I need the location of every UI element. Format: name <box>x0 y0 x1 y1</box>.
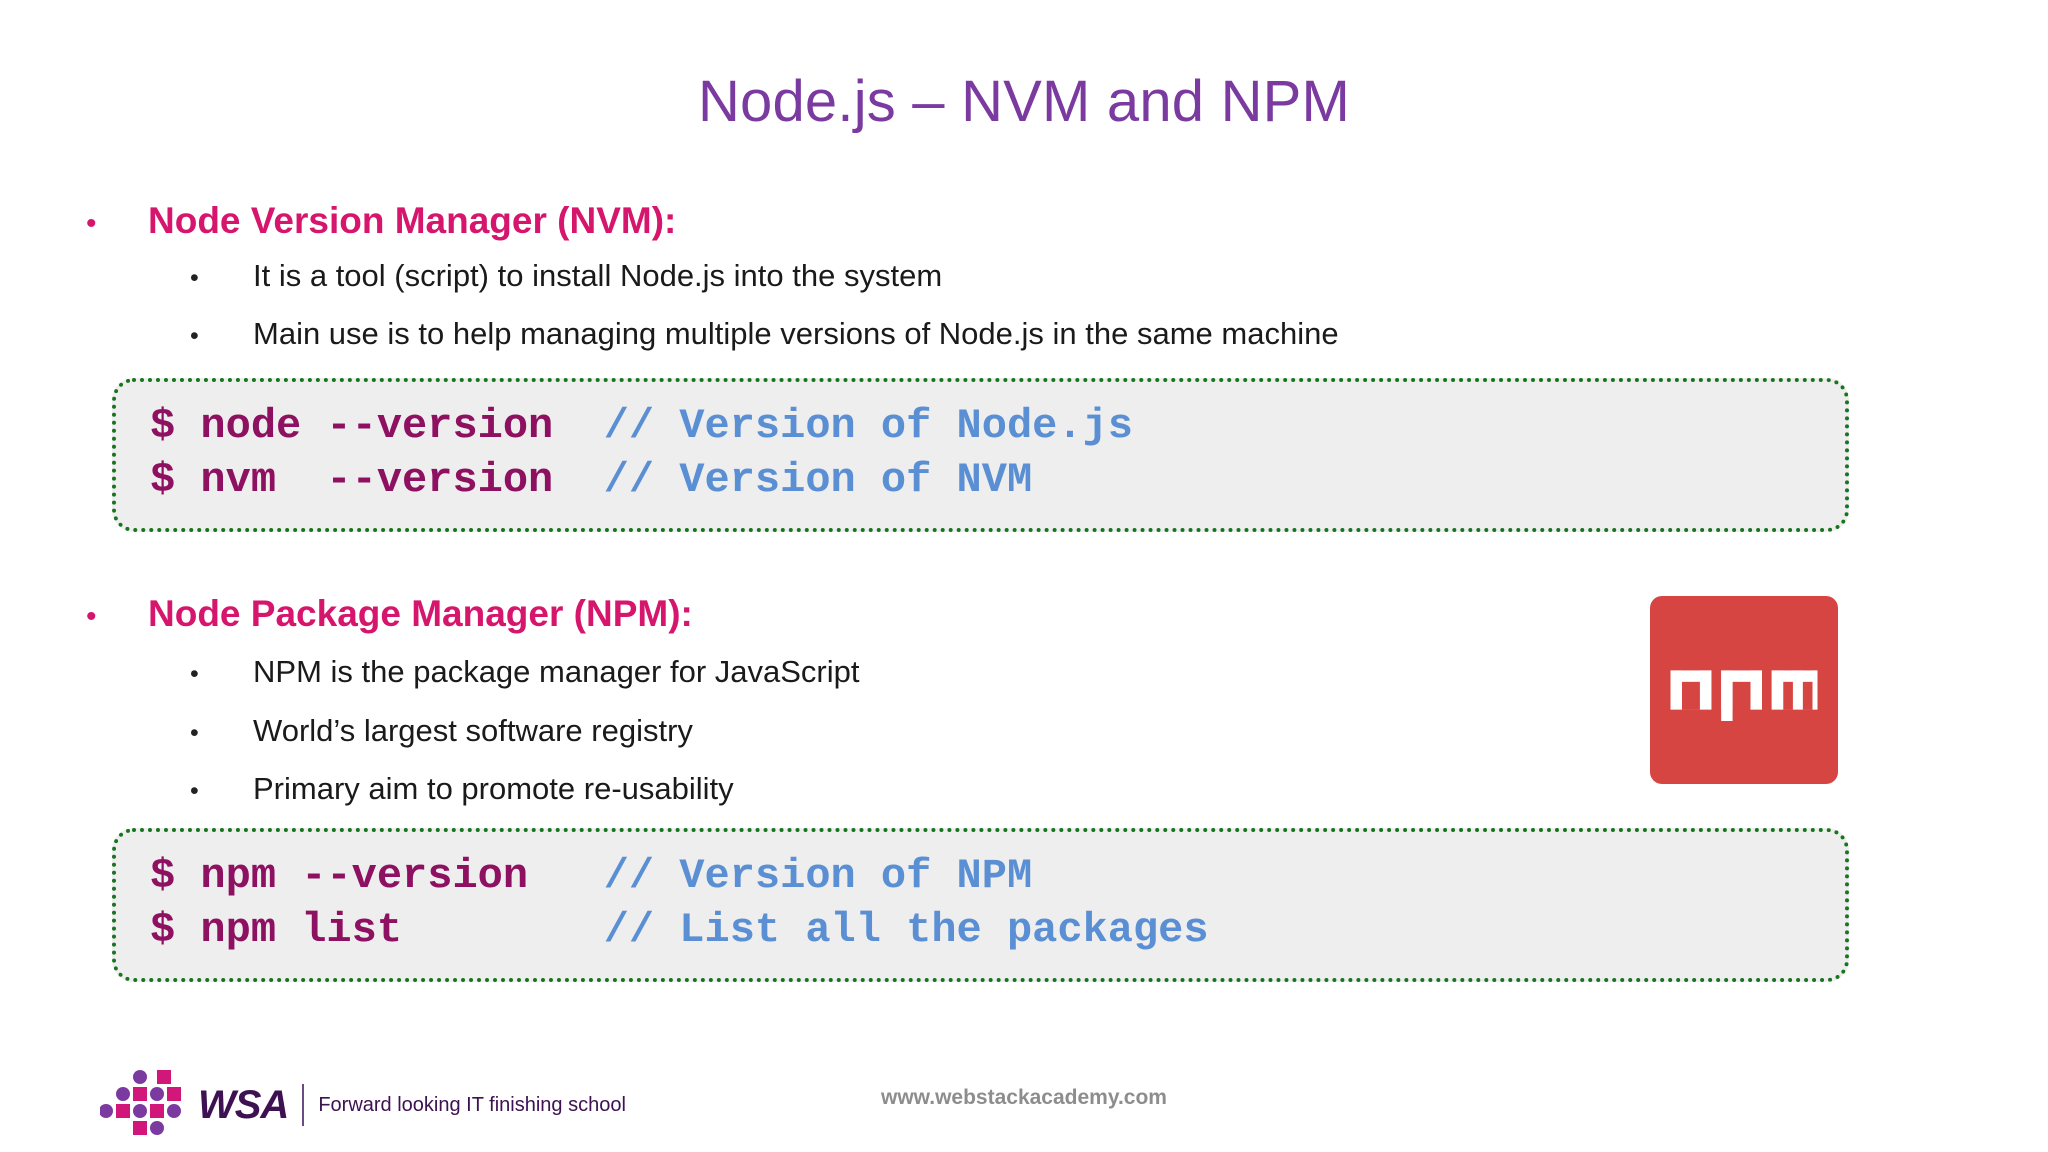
brand-tagline: Forward looking IT finishing school <box>318 1093 626 1116</box>
page-title: Node.js – NVM and NPM <box>697 69 1351 134</box>
section-heading-label: Node Package Manager (NPM): <box>148 593 693 634</box>
code-block-nvm: $ node --version // Version of Node.js $… <box>112 378 1849 532</box>
code-comment: // Version of Node.js <box>603 402 1133 450</box>
list-item: • Main use is to help managing multiple … <box>190 316 1339 352</box>
list-item: • NPM is the package manager for JavaScr… <box>190 654 860 690</box>
code-block-npm: $ npm --version // Version of NPM $ npm … <box>112 828 1849 982</box>
code-command: $ npm --version <box>150 852 604 900</box>
bullet-glyph-icon: • <box>190 322 199 350</box>
code-comment: // List all the packages <box>603 905 1209 954</box>
list-item-label: NPM is the package manager for JavaScrip… <box>253 654 860 689</box>
code-line: $ node --version // Version of Node.js <box>150 400 1811 454</box>
list-item-label: World’s largest software registry <box>253 713 693 748</box>
code-line: $ npm --version // Version of NPM <box>150 850 1811 904</box>
section-heading-npm: • Node Package Manager (NPM): <box>86 593 693 635</box>
divider <box>302 1084 305 1126</box>
bullet-glyph-icon: • <box>190 660 199 688</box>
code-line: $ nvm --version // Version of NVM <box>150 454 1811 508</box>
bullet-glyph-icon: • <box>190 719 199 747</box>
list-item-label: Main use is to help managing multiple ve… <box>253 316 1339 351</box>
bullet-glyph-icon: • <box>86 207 97 240</box>
section-heading-nvm: • Node Version Manager (NVM): <box>86 200 676 242</box>
list-item: • It is a tool (script) to install Node.… <box>190 258 942 294</box>
list-item-label: It is a tool (script) to install Node.js… <box>253 258 943 293</box>
code-comment: // Version of NPM <box>603 852 1033 900</box>
code-command: $ node --version <box>150 402 604 450</box>
wsa-dot-matrix-icon <box>100 1070 181 1135</box>
list-item-label: Primary aim to promote re-usability <box>253 771 734 806</box>
list-item: • Primary aim to promote re-usability <box>190 771 734 807</box>
code-command: $ npm list <box>150 905 604 954</box>
section-heading-label: Node Version Manager (NVM): <box>148 200 677 241</box>
bullet-glyph-icon: • <box>190 264 199 292</box>
footer-brand-logo: WSA Forward looking IT finishing school <box>100 1068 626 1142</box>
bullet-glyph-icon: • <box>86 600 97 633</box>
brand-name: WSA <box>198 1082 289 1127</box>
footer-url: www.webstackacademy.com <box>881 1086 1167 1109</box>
list-item: • World’s largest software registry <box>190 713 693 749</box>
npm-logo-icon <box>1650 596 1838 784</box>
code-line: $ npm list // List all the packages <box>150 904 1811 958</box>
code-comment: // Version of NVM <box>603 455 1033 504</box>
bullet-glyph-icon: • <box>190 777 199 805</box>
code-command: $ nvm --version <box>150 455 604 504</box>
